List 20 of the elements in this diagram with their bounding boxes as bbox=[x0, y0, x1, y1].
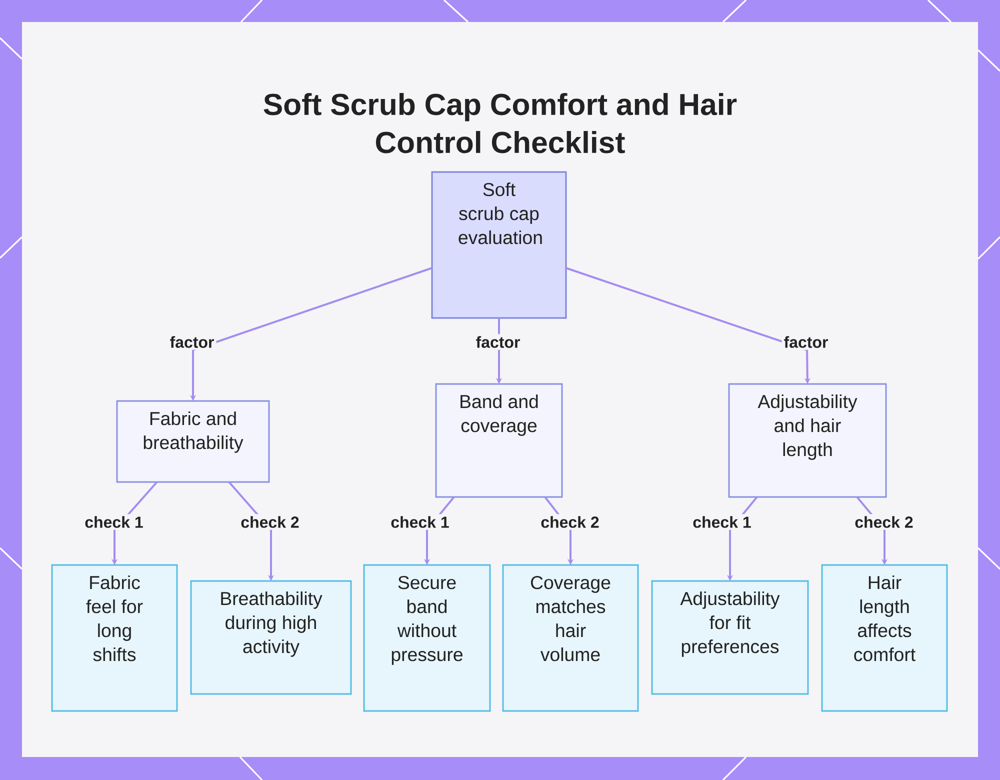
edge-label: check 1 bbox=[388, 514, 452, 530]
criterion-box: Hair length affects comfort bbox=[821, 564, 948, 712]
criterion-box: Fabric feel for long shifts bbox=[51, 564, 178, 712]
factor-box: Fabric and breathability bbox=[116, 400, 270, 483]
topic-box: Soft scrub cap evaluation bbox=[431, 171, 567, 319]
title: Soft Scrub Cap Comfort and Hair Control Checklist bbox=[264, 93, 737, 154]
edge-label: check 1 bbox=[690, 514, 754, 530]
criterion-box: Breathability during high activity bbox=[190, 580, 352, 695]
criterion-box: Adjustability for fit preferences bbox=[651, 580, 809, 695]
factor-box: Band and coverage bbox=[435, 383, 563, 498]
edge-label: check 2 bbox=[852, 514, 916, 530]
edge-label: factor bbox=[782, 334, 830, 350]
edge-label: check 1 bbox=[82, 514, 146, 530]
factor-box: Adjustability and hair length bbox=[728, 383, 887, 498]
criterion-box: Secure band without pressure bbox=[363, 564, 491, 712]
edge-label: check 2 bbox=[538, 514, 602, 530]
edge-label: factor bbox=[474, 334, 522, 350]
edge-label: check 2 bbox=[238, 514, 302, 530]
edge-label: factor bbox=[168, 334, 216, 350]
criterion-box: Coverage matches hair volume bbox=[502, 564, 639, 712]
